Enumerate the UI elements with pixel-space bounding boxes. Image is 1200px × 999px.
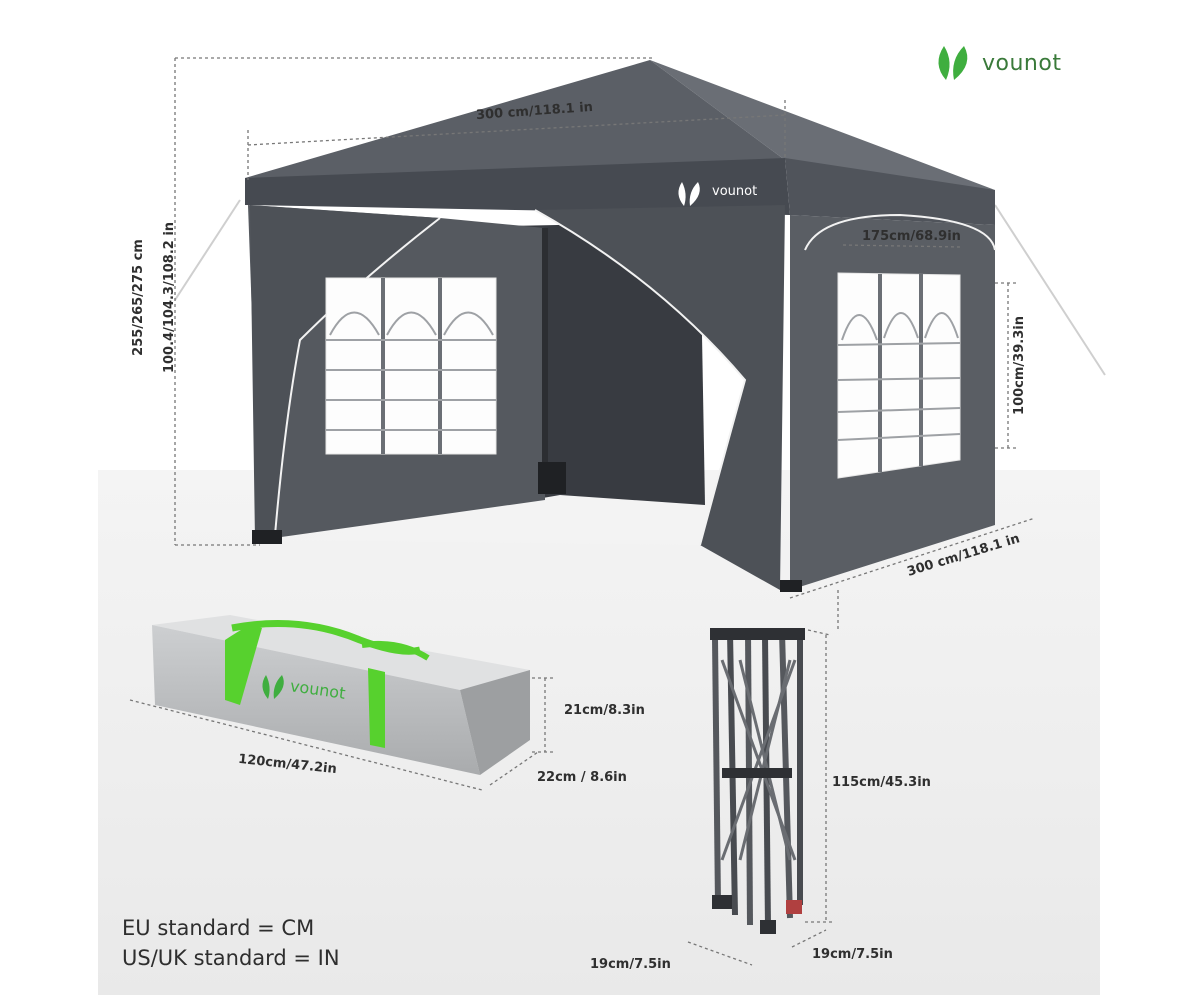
- legend-eu: EU standard = CM: [122, 916, 315, 940]
- bag-handle-2: [361, 640, 430, 661]
- frame-height-label: 115cm/45.3in: [832, 775, 931, 790]
- valance-front: [245, 158, 790, 215]
- foot-left: [252, 530, 282, 544]
- bag-depth-label: 22cm / 8.6in: [537, 770, 627, 785]
- dimension-guides: [174, 57, 1036, 632]
- left-window: [325, 277, 497, 455]
- curtain-front-left: [250, 205, 440, 540]
- tent-floor: [300, 495, 705, 545]
- frame-base-left-label: 19cm/7.5in: [590, 957, 671, 972]
- unit-legend: EU standard = CM US/UK standard = IN: [122, 913, 340, 973]
- floor-background: [98, 470, 1100, 995]
- folded-frame: [710, 628, 805, 934]
- tent-height-in-label: 100.4/104.3/108.2 in: [162, 221, 178, 374]
- curtain-front-right: [535, 205, 785, 590]
- tent-height-cm-label: 255/265/275 cm: [130, 239, 146, 356]
- gazebo-tent: [174, 60, 1106, 592]
- bag-strap-left: [225, 625, 262, 705]
- bag-handle: [231, 620, 421, 655]
- piping-left: [274, 217, 441, 536]
- tent-logo-icon: [678, 182, 700, 206]
- right-window: [837, 272, 961, 479]
- bag-logo-icon: [262, 675, 284, 699]
- guy-rope-left: [174, 199, 241, 301]
- frame-dimension-guides: [687, 629, 832, 966]
- window-height-label: 100cm/39.3in: [1011, 316, 1027, 415]
- bag-height-label: 21cm/8.3in: [564, 703, 645, 718]
- legend-us-uk: US/UK standard = IN: [122, 946, 340, 970]
- roof-right: [650, 60, 995, 190]
- frame-base-right-label: 19cm/7.5in: [812, 947, 893, 962]
- brand-logo: vounot: [932, 40, 1092, 86]
- weight-bag: [538, 462, 566, 494]
- brand-name: vounot: [982, 50, 1062, 76]
- tent-brand-text: vounot: [712, 184, 758, 199]
- foot-right: [780, 580, 802, 592]
- leaf-logo-icon: [938, 46, 968, 80]
- roof-front: [245, 60, 785, 180]
- storage-bag: [152, 615, 530, 775]
- window-width-label: 175cm/68.9in: [862, 229, 961, 244]
- piping-right: [534, 209, 747, 546]
- valance-right: [785, 158, 995, 225]
- piping-side: [804, 213, 996, 251]
- bag-strap-right: [368, 668, 385, 748]
- bag-end: [460, 670, 530, 775]
- guy-rope-right: [994, 204, 1106, 376]
- bag-dimension-guides: [129, 677, 555, 791]
